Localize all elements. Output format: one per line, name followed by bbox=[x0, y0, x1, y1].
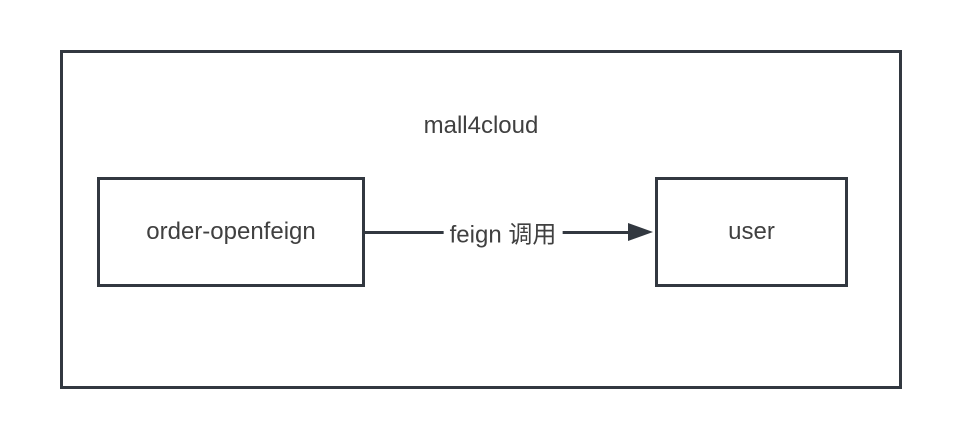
node-order-openfeign-label: order-openfeign bbox=[146, 218, 316, 245]
edge-label: feign 调用 bbox=[443, 213, 563, 251]
node-user: user bbox=[655, 177, 848, 287]
node-user-label: user bbox=[728, 218, 775, 245]
arrowhead-right-icon bbox=[628, 223, 653, 241]
node-order-openfeign: order-openfeign bbox=[97, 177, 365, 287]
container-title: mall4cloud bbox=[423, 112, 539, 139]
